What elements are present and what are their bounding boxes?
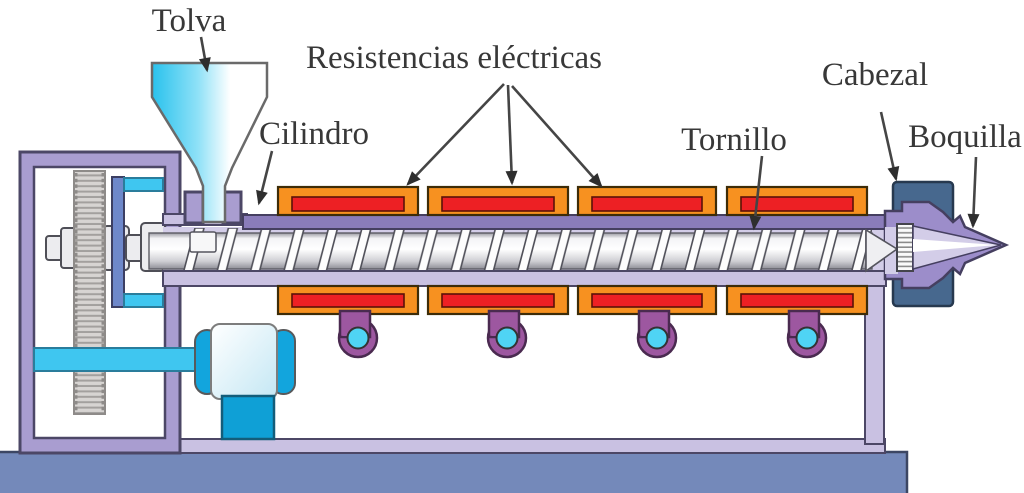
heater-element-top-1 [291, 196, 405, 212]
screw-tip-cone-front [865, 228, 899, 273]
heater-element-top-4 [740, 196, 854, 212]
leader-resistencias-middle [505, 84, 518, 186]
base-platform [0, 450, 909, 493]
bearing-bracket [111, 176, 125, 308]
gear [73, 170, 106, 415]
roller-4 [795, 326, 819, 350]
heater-bands-bottom [276, 284, 869, 316]
heater-element-bottom-2 [441, 293, 555, 308]
die-flow-channel-highlight [913, 239, 997, 252]
bed-bottom-rail [162, 438, 886, 454]
screw-shank-notch [189, 231, 217, 253]
label-cilindro: Cilindro [259, 116, 369, 152]
hopper [150, 61, 269, 224]
label-tornillo: Tornillo [681, 122, 787, 158]
hanger-bracket-3 [636, 309, 678, 359]
hanger-brackets [337, 309, 828, 359]
label-resistencias: Resistencias eléctricas [306, 40, 602, 76]
feed-throat-left-block [183, 190, 205, 225]
leader-tolva [198, 36, 211, 73]
hanger-bracket-4 [786, 309, 828, 359]
heater-element-bottom-1 [291, 293, 405, 308]
heater-element-bottom-3 [591, 293, 703, 308]
hanger-bracket-2 [486, 309, 528, 359]
label-boquilla: Boquilla [908, 119, 1022, 155]
barrel-bottom-wall [162, 270, 887, 287]
leader-tornillo [749, 155, 764, 231]
motor-stand [220, 394, 276, 441]
heater-element-bottom-4 [740, 293, 854, 308]
leader-lines [198, 36, 980, 231]
breaker-plate [896, 223, 914, 272]
roller-1 [346, 326, 370, 350]
heater-bands-top [276, 185, 869, 217]
motor [194, 323, 296, 441]
leader-boquilla [967, 156, 980, 229]
roller-3 [645, 326, 669, 350]
leader-cilindro [256, 150, 274, 206]
bracket-link-bottom [123, 293, 164, 308]
leader-resistencias-left [406, 83, 505, 186]
roller-2 [495, 326, 519, 350]
leader-resistencias-right [511, 85, 603, 188]
label-tolva: Tolva [152, 3, 227, 39]
screw-flights [183, 228, 872, 274]
drive-belt [33, 347, 201, 372]
barrel-top-wall [242, 214, 887, 230]
heater-element-top-3 [591, 196, 703, 212]
leader-cabezal [879, 111, 900, 182]
bracket-link-top [123, 177, 164, 192]
heater-element-top-2 [441, 196, 555, 212]
gear-body [73, 170, 106, 415]
label-cabezal: Cabezal [822, 57, 928, 93]
motor-body [210, 323, 278, 400]
hanger-bracket-1 [337, 309, 379, 359]
